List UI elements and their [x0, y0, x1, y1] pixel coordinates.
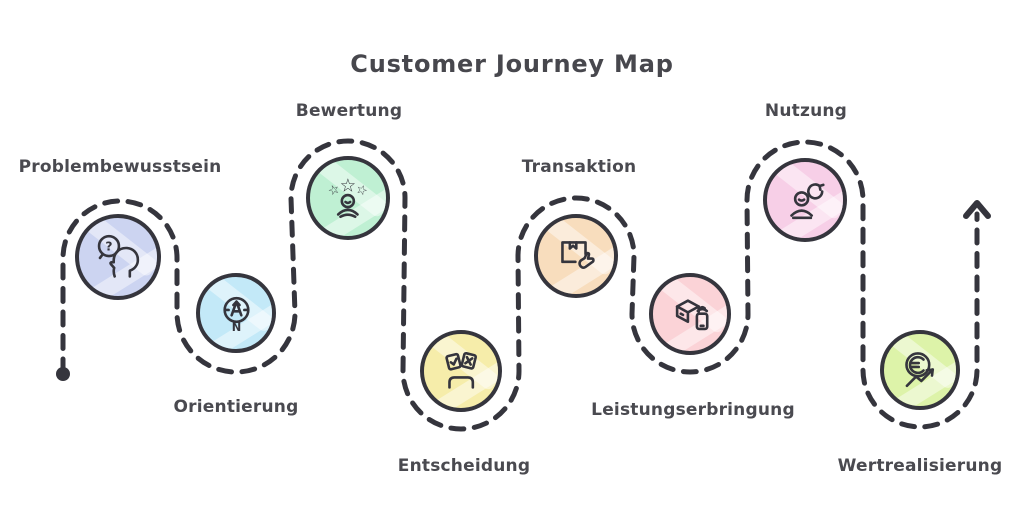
stage-bubble	[649, 273, 731, 355]
stage-bubble: ☆ ☆ ☆	[306, 156, 390, 240]
stage-transaktion	[534, 214, 618, 298]
stage-wertrealisierung	[880, 330, 960, 410]
svg-text:?: ?	[106, 240, 113, 254]
stage-bubble	[763, 158, 847, 242]
package-hand-icon	[550, 230, 602, 282]
stage-label-nutzung: Nutzung	[764, 101, 848, 121]
stage-label-leistungserbringung: Leistungserbringung	[591, 400, 795, 420]
box-smartphone-icon	[665, 289, 715, 339]
stage-bubble	[534, 214, 618, 298]
stage-bubble	[420, 330, 502, 412]
head-question-search-icon: ?	[91, 230, 144, 283]
stage-nutzung	[763, 158, 847, 242]
stage-bubble: ?	[75, 214, 161, 300]
person-refresh-icon	[779, 174, 831, 226]
stage-leistungserbringung	[649, 273, 731, 355]
page-title: Customer Journey Map	[350, 50, 674, 78]
stage-label-wertrealisierung: Wertrealisierung	[837, 456, 1003, 476]
svg-text:☆: ☆	[354, 182, 370, 200]
stage-entscheidung	[420, 330, 502, 412]
decision-cards-icon	[436, 346, 486, 396]
svg-text:☆: ☆	[326, 182, 342, 200]
stage-label-entscheidung: Entscheidung	[397, 456, 531, 476]
up-arrow-icon	[963, 200, 991, 219]
stars-rating-person-icon: ☆ ☆ ☆	[326, 176, 370, 224]
stage-label-problembewusstsein: Problembewusstsein	[18, 157, 222, 177]
stage-bubble: N	[196, 273, 276, 353]
stage-bewertung: ☆ ☆ ☆	[306, 156, 390, 240]
stage-bubble	[880, 330, 960, 410]
svg-text:N: N	[231, 319, 241, 333]
stage-label-transaktion: Transaktion	[521, 157, 637, 177]
stage-label-bewertung: Bewertung	[295, 101, 403, 121]
stage-orientierung: N	[196, 273, 276, 353]
svg-text:☆: ☆	[340, 176, 357, 197]
journey-path-line	[60, 138, 980, 432]
stage-problembewusstsein: ?	[75, 214, 161, 300]
euro-growth-icon	[896, 346, 945, 395]
compass-icon: N	[212, 289, 261, 333]
start-dot	[56, 367, 70, 381]
stage-label-orientierung: Orientierung	[173, 397, 299, 417]
